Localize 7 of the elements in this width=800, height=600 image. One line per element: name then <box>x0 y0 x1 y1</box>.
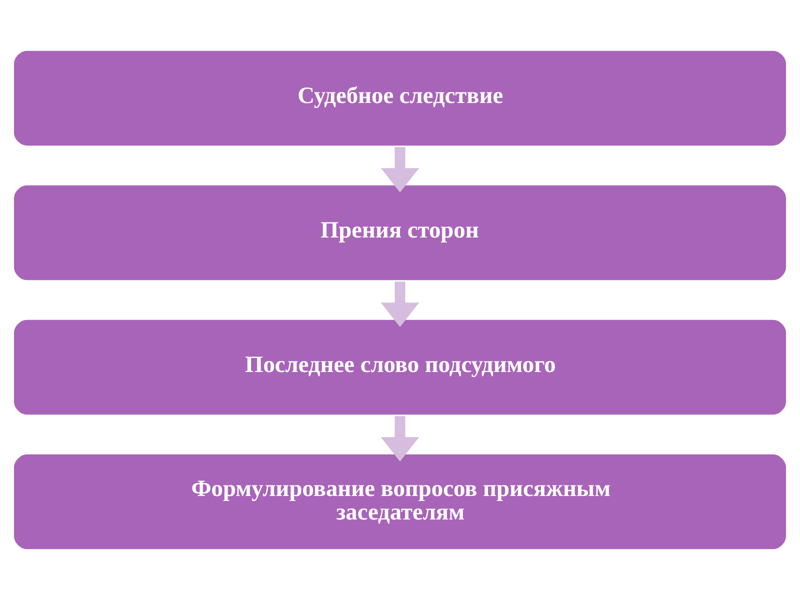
node-box: Формулирование вопросов присяжным заседателям <box>12 452 788 552</box>
arrow <box>380 282 420 327</box>
arrow <box>380 147 420 192</box>
node-box: Прения сторон <box>12 183 788 282</box>
node-box: Судебное следствие <box>12 48 788 148</box>
node-box: Последнее слово подсудимого <box>12 318 788 417</box>
arrow <box>380 416 420 462</box>
